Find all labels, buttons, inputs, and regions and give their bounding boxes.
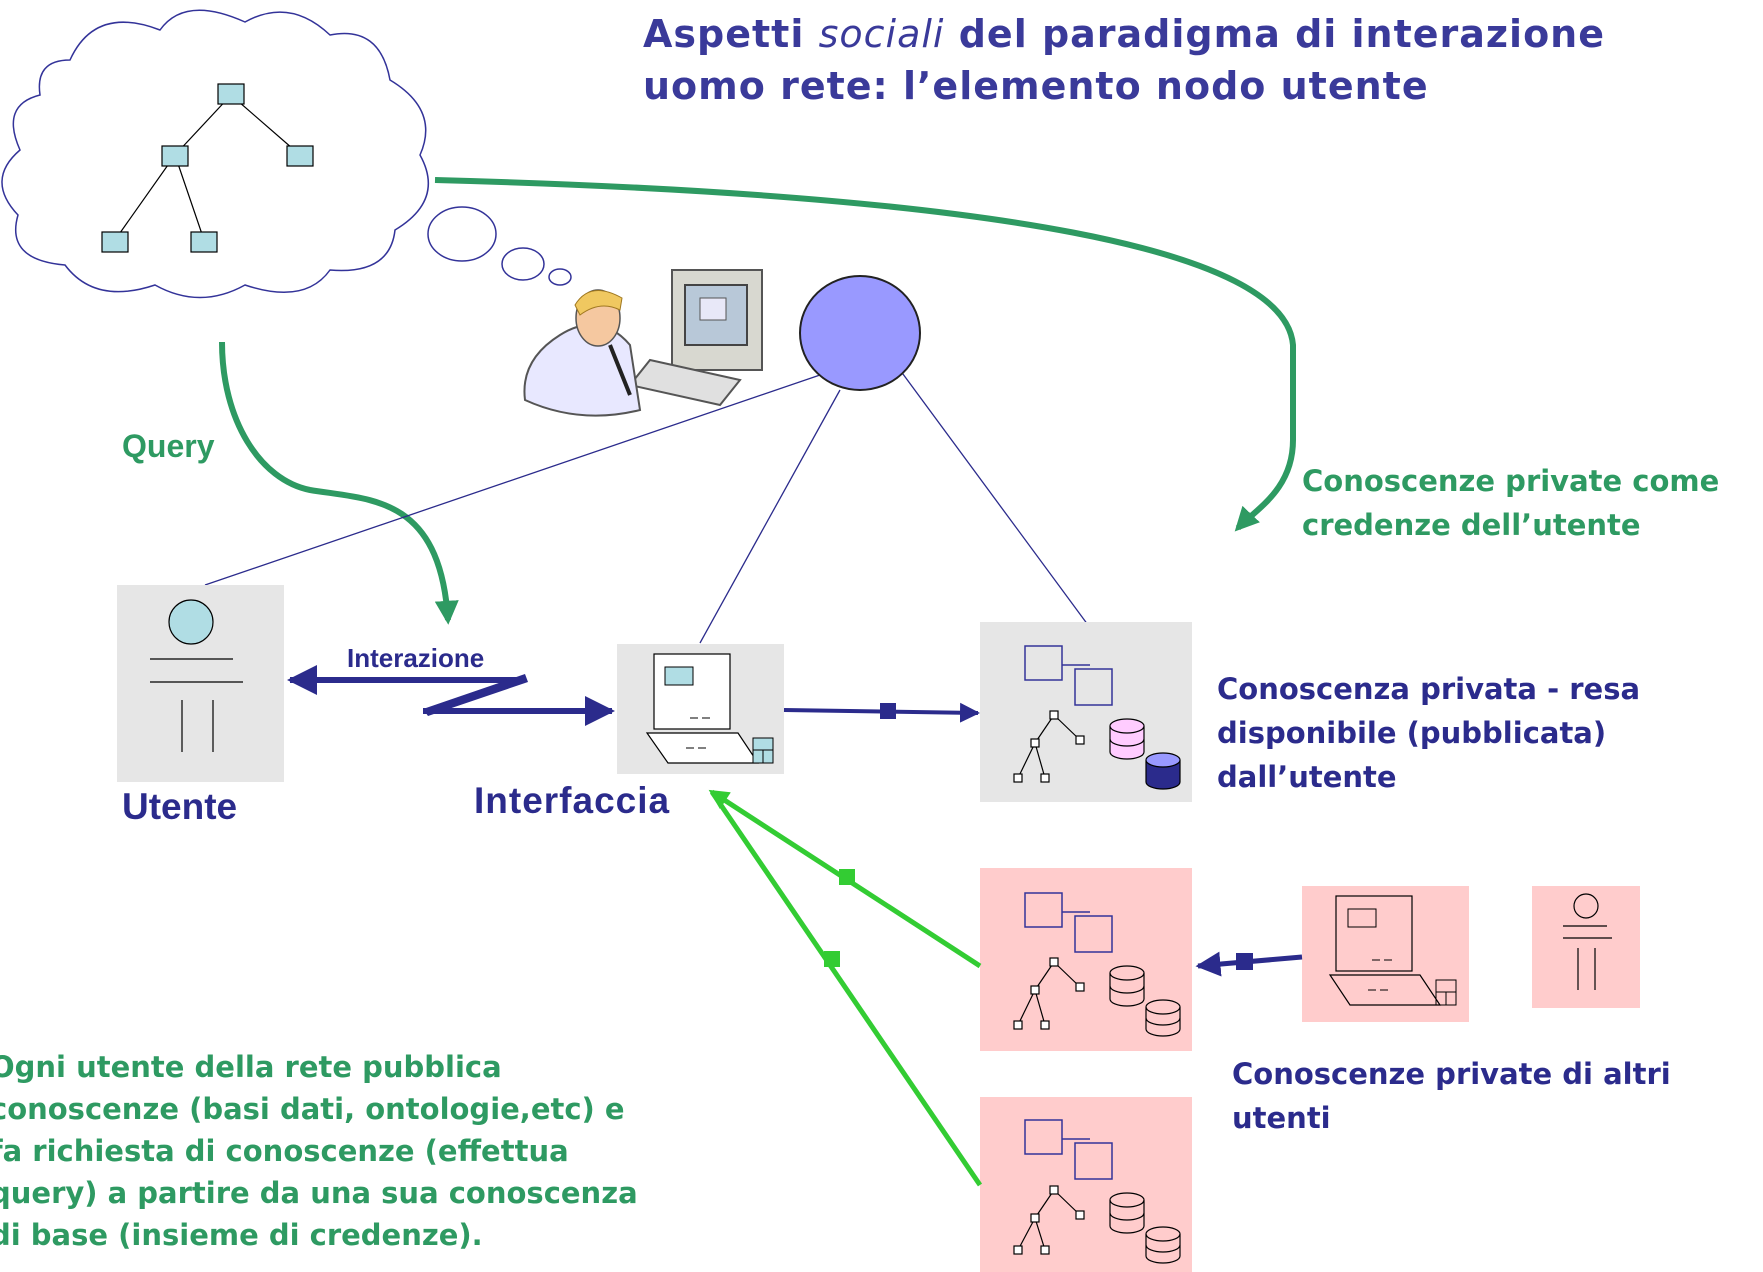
other-user-arrow [1195, 951, 1303, 977]
computer-icon [1302, 886, 1469, 1022]
conoscenze-private-come-label: Conoscenze private come credenze dell’ut… [1302, 464, 1720, 542]
connection-lines [204, 369, 1089, 644]
ogni-utente-paragraph: Ogni utente della rete pubblica conoscen… [0, 1050, 638, 1252]
query-arrow [219, 341, 459, 625]
computer-icon [617, 644, 784, 774]
network-node [799, 275, 921, 391]
interazione-label: Interazione [347, 643, 485, 673]
retrieve-arrows [708, 789, 983, 1187]
page-title: Aspetti sociali del paradigma di interaz… [643, 12, 1606, 108]
user-actor-icon [1532, 886, 1640, 1008]
query-label: Query [122, 428, 215, 464]
tree-icon [101, 83, 314, 253]
knowledge-box-other-2 [980, 1097, 1192, 1272]
person-at-computer-icon [523, 269, 763, 417]
utente-label: Utente [122, 786, 238, 827]
database-icon [1109, 718, 1145, 760]
knowledge-box-other-1 [980, 868, 1192, 1051]
interfaccia-label: Interfaccia [474, 780, 671, 821]
user-actor-icon [117, 585, 284, 782]
conoscenze-private-altri-label: Conoscenze private di altri utenti [1232, 1057, 1671, 1135]
publish-arrow [783, 702, 980, 723]
knowledge-box-published [980, 622, 1192, 802]
database-icon [1145, 752, 1181, 790]
interazione-arrows [287, 665, 615, 726]
conoscenza-privata-resa-label: Conoscenza privata - resa disponibile (p… [1217, 672, 1641, 794]
cloud-icon [1, 9, 572, 299]
credenze-arrow [434, 177, 1296, 532]
